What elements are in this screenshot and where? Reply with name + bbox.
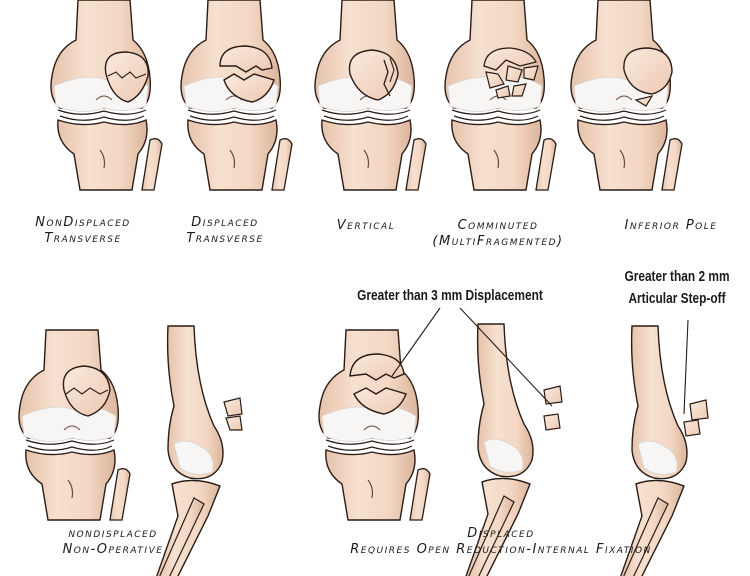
annotation-displacement-text: Greater than 3 mm Displacement: [357, 288, 543, 304]
leader-line-step-off: [683, 319, 689, 415]
label-line1: nondisplaced: [68, 526, 158, 541]
patella-comminuted: [483, 47, 539, 99]
patella-nondisplaced: [104, 51, 149, 103]
patella-nondisplaced-bottom: [62, 365, 111, 417]
label-line1: Displaced: [467, 526, 535, 541]
label-bottom-displaced: Displaced Requires Open Reduction-Intern…: [266, 526, 736, 558]
label-vertical: Vertical: [316, 218, 416, 234]
annotation-step-off-line2: Articular Step-off: [628, 291, 726, 307]
label-bottom-nondisplaced: nondisplaced Non-Operative: [28, 526, 198, 558]
knee-nondisplaced-front: [18, 329, 131, 521]
label-inferior-pole: Inferior Pole: [598, 218, 744, 234]
label-comminuted: Comminuted (MultiFragmented): [418, 218, 578, 250]
knee-nondisplaced-transverse: [50, 0, 163, 191]
annotation-displacement: Greater than 3 mm Displacement: [327, 285, 573, 307]
knee-displaced-front: [318, 329, 431, 521]
label-line1: Inferior Pole: [624, 218, 718, 233]
knee-vertical: [314, 0, 427, 191]
patella-vertical: [348, 49, 399, 101]
knee-nondisplaced-side: [153, 325, 243, 576]
label-line2: Transverse: [186, 231, 264, 246]
patella-inferior-pole: [623, 47, 673, 107]
label-line1: Displaced: [191, 215, 259, 230]
label-line1: NonDisplaced: [35, 215, 131, 230]
annotation-step-off-line1: Greater than 2 mm: [624, 269, 730, 285]
patella-displaced-bottom: [349, 353, 407, 415]
label-displaced-transverse: Displaced Transverse: [160, 215, 290, 247]
patella-displaced-fragments: [219, 45, 275, 103]
label-nondisplaced-transverse: NonDisplaced Transverse: [8, 215, 158, 247]
label-line2: Requires Open Reduction-Internal Fixatio…: [350, 542, 652, 557]
label-line2: Non-Operative: [62, 542, 164, 557]
label-line1: Comminuted: [457, 218, 539, 233]
patella-side-displaced: [543, 385, 563, 431]
patella-side-nondisplaced: [223, 397, 243, 431]
knee-comminuted: [444, 0, 557, 191]
leader-line-front: [391, 307, 441, 377]
annotation-step-off: Greater than 2 mm Articular Step-off: [616, 266, 739, 310]
knee-inferior-pole: [570, 0, 683, 191]
label-line1: Vertical: [336, 218, 396, 233]
annotation-leader-lines: [391, 307, 689, 415]
leader-line-side: [459, 307, 553, 407]
patella-side-step-off: [683, 399, 709, 437]
knee-step-off-side: [617, 325, 709, 576]
knee-displaced-transverse: [180, 0, 293, 191]
label-line2: (MultiFragmented): [432, 234, 564, 249]
label-line2: Transverse: [44, 231, 122, 246]
